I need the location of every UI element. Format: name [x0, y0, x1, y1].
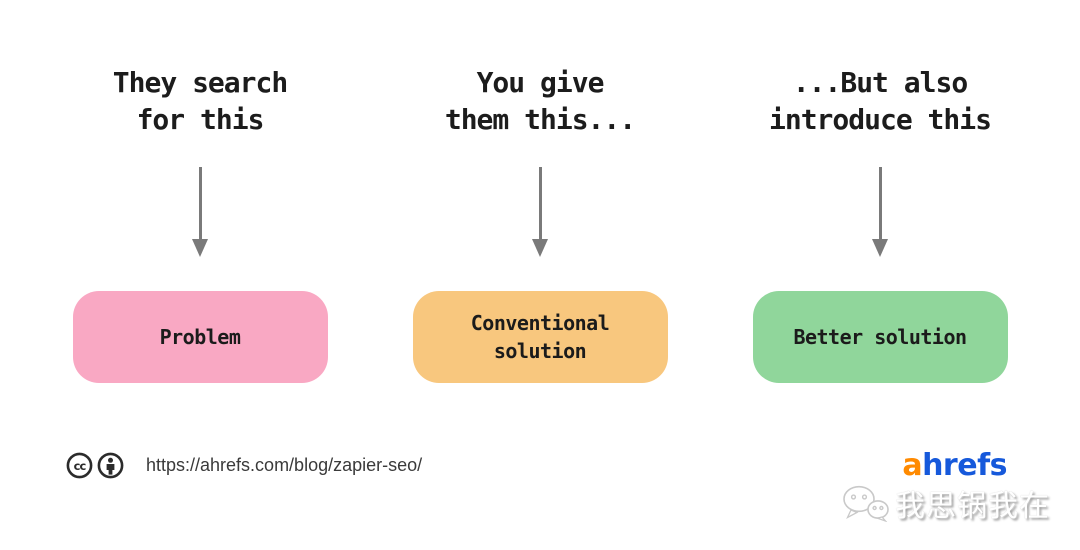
down-arrow-icon	[532, 167, 548, 257]
svg-text:cc: cc	[74, 459, 87, 473]
license-footer: cc https://ahrefs.com/blog/zapier-seo/	[66, 452, 422, 479]
flow-column-conventional-solution: You give them this... Conventional solut…	[370, 0, 710, 383]
cc-icon: cc	[66, 452, 93, 479]
conventional-solution-box: Conventional solution	[412, 291, 668, 383]
column-heading: You give them this...	[444, 66, 636, 136]
problem-box: Problem	[72, 291, 328, 383]
down-arrow-icon	[192, 167, 208, 257]
column-heading: They search for this	[112, 66, 288, 136]
wechat-icon	[843, 485, 889, 522]
watermark-text: 我思锅我在	[895, 489, 1050, 524]
column-heading: ...But also introduce this	[768, 66, 992, 136]
arrow-head	[872, 239, 888, 257]
arrow-shaft	[198, 167, 202, 239]
ahrefs-logo: ahrefs	[902, 448, 1007, 483]
arrow-head	[192, 239, 208, 257]
flow-columns: They search for this Problem You give th…	[30, 0, 1050, 383]
arrow-head	[532, 239, 548, 257]
down-arrow-icon	[872, 167, 888, 257]
arrow-shaft	[878, 167, 882, 239]
wechat-watermark: 我思锅我在	[841, 481, 1050, 525]
flow-column-better-solution: ...But also introduce this Better soluti…	[710, 0, 1050, 383]
ahrefs-logo-a: a	[902, 448, 923, 483]
flow-column-problem: They search for this Problem	[30, 0, 370, 383]
arrow-shaft	[538, 167, 542, 239]
cc-attribution-icon	[97, 452, 124, 479]
ahrefs-logo-hrefs: hrefs	[922, 448, 1007, 483]
source-url: https://ahrefs.com/blog/zapier-seo/	[146, 455, 423, 475]
better-solution-box: Better solution	[752, 291, 1008, 383]
